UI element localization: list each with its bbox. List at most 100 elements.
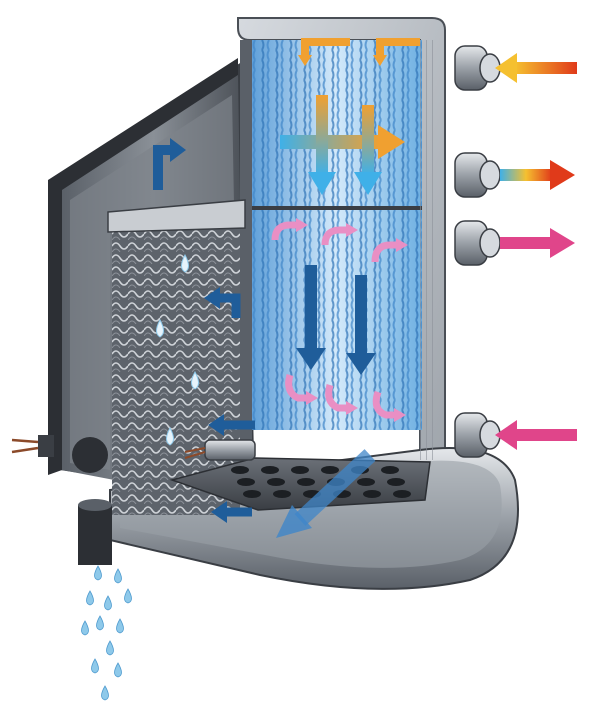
housing-up-arrow-head <box>170 138 186 162</box>
drain-spout <box>78 499 112 565</box>
mesh-return-arrow-head <box>204 287 220 309</box>
pink-curl-5 <box>325 384 348 412</box>
tray-hole <box>261 466 279 474</box>
outflow-arrow-head <box>550 160 575 190</box>
top-curve-arrow-right <box>376 38 420 55</box>
down-arrow-right <box>355 275 367 355</box>
probe-body <box>204 439 256 461</box>
pink-curl-4 <box>285 374 308 402</box>
tray-hole <box>297 478 315 486</box>
outflow-arrow-head <box>550 228 575 258</box>
water-droplets <box>81 565 132 701</box>
down-arrow-left-head <box>296 348 326 370</box>
bottom-left-arrow-head <box>211 501 227 523</box>
water-drop <box>101 685 109 701</box>
pink-curl-4-head <box>306 391 318 405</box>
mesh-drop <box>181 253 189 273</box>
port-face <box>479 228 501 258</box>
port-lower-mid <box>454 220 575 266</box>
mesh-filter <box>107 199 246 515</box>
pink-curl-6-head <box>394 408 406 422</box>
pink-curl-3-head <box>396 238 408 252</box>
mid-left-arrow-head <box>208 414 224 436</box>
port-upper-mid <box>454 152 575 198</box>
port-face <box>479 160 501 190</box>
tray-hole <box>291 466 309 474</box>
fitting-stub <box>38 435 54 457</box>
down-arrow-right-head <box>346 353 376 375</box>
inflow-arrow-head <box>495 420 517 450</box>
mesh-droplets <box>156 253 199 446</box>
pink-curl-2-head <box>346 223 358 237</box>
exchanger-left-frame <box>240 40 252 440</box>
tray-hole <box>243 490 261 498</box>
tray-hole <box>231 466 249 474</box>
tray-hole <box>357 478 375 486</box>
side-ports <box>454 45 577 458</box>
tray-hole <box>321 466 339 474</box>
mesh-drop <box>166 426 174 446</box>
tray-hole <box>387 478 405 486</box>
top-curve-arrow-right-head <box>373 55 387 66</box>
inflow-arrow-head <box>495 53 517 83</box>
pink-curl-6 <box>372 390 396 419</box>
cross-vertical-left <box>316 95 328 175</box>
port-top <box>454 45 577 91</box>
mesh-drop <box>191 370 199 390</box>
cable-fitting <box>11 435 108 473</box>
water-drop <box>86 590 94 606</box>
diagonal-flow-arrow <box>294 449 376 526</box>
cross-horizontal-arrow <box>280 135 380 149</box>
exchanger-fins <box>420 40 434 460</box>
sensor-probe <box>184 439 256 461</box>
water-drop <box>81 620 89 636</box>
outflow-arrow <box>500 169 552 181</box>
diagonal-flow-arrow-head <box>276 505 312 538</box>
tray-hole <box>273 490 291 498</box>
tray-hole <box>267 478 285 486</box>
spout-rim <box>78 499 112 511</box>
water-drop <box>114 568 122 584</box>
mesh-top-shelf <box>107 199 246 233</box>
cross-vertical-left-head <box>308 172 336 195</box>
water-drop <box>96 615 104 631</box>
housing-up-arrow <box>153 145 172 190</box>
flow-arrows <box>153 38 420 538</box>
drain-knob <box>72 437 108 473</box>
water-drop <box>106 640 114 656</box>
tray-hole <box>237 478 255 486</box>
water-drop <box>124 588 132 604</box>
tray-hole <box>363 490 381 498</box>
pink-curl-5-head <box>346 401 358 415</box>
pink-curl-1-head <box>296 218 308 232</box>
water-drop <box>91 658 99 674</box>
down-arrow-left <box>305 265 317 350</box>
mesh-drop <box>156 318 164 338</box>
fitting-wires <box>11 438 39 454</box>
mesh-pattern <box>112 225 240 515</box>
spout-pipe <box>78 505 112 565</box>
pink-curl-1 <box>271 221 298 241</box>
upper-exchanger-channels <box>250 40 422 208</box>
mesh-return-arrow <box>218 293 241 318</box>
exchanger-core <box>240 40 434 460</box>
water-drop <box>114 662 122 678</box>
cross-vertical-right-head <box>354 172 382 195</box>
water-drop <box>116 618 124 634</box>
port-bottom <box>454 412 577 458</box>
tray-hole <box>393 490 411 498</box>
pink-curl-3 <box>371 241 398 263</box>
housing-edge <box>48 58 238 475</box>
outflow-arrow <box>500 237 552 249</box>
probe-wires <box>184 447 206 459</box>
pink-curl-2 <box>321 226 348 246</box>
water-drop <box>94 565 102 581</box>
water-drop <box>104 595 112 611</box>
inflow-arrow <box>515 429 577 441</box>
cross-horizontal-arrow-head <box>378 125 405 159</box>
top-curve-arrow-left-head <box>298 55 312 66</box>
inflow-arrow <box>515 62 577 74</box>
cross-vertical-right <box>362 105 374 175</box>
